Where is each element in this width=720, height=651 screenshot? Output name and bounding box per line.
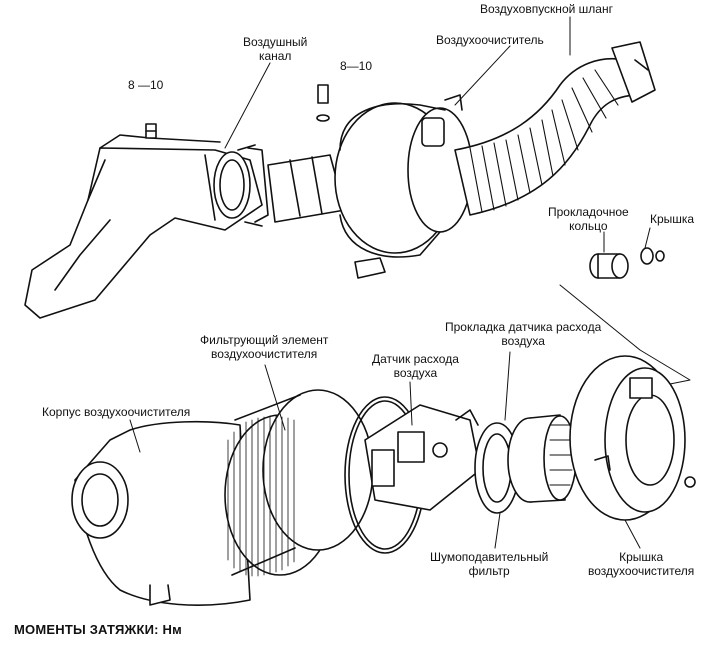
- gasket-ring-drawing: [589, 253, 629, 279]
- label-gasket-ring-line2: кольцо: [569, 219, 608, 233]
- label-cover-line1: Крышка: [619, 550, 664, 564]
- air-duct-drawing: [24, 134, 269, 319]
- label-air-duct-line2: канал: [258, 49, 292, 63]
- housing-drawing: [71, 420, 251, 606]
- label-silencer-line1: Шумоподавительный: [430, 550, 549, 564]
- label-sensor-gasket: Прокладка датчика расхода воздуха: [445, 320, 601, 348]
- label-filter-element-line1: Фильтрующий элемент: [200, 333, 329, 347]
- label-cover-line2: воздухоочистителя: [588, 564, 695, 578]
- label-gasket-ring-line1: Прокладочное: [548, 205, 629, 219]
- label-housing: Корпус воздухоочистителя: [42, 405, 191, 419]
- label-silencer-line2: фильтр: [468, 564, 510, 578]
- label-sensor-gasket-line1: Прокладка датчика расхода: [445, 320, 602, 334]
- label-air-duct-line1: Воздушный: [243, 35, 308, 49]
- silencer-drawing: [507, 414, 577, 503]
- airflow-sensor-drawing: [364, 404, 481, 511]
- label-airflow-sensor: Датчик расхода воздуха: [372, 352, 459, 380]
- label-cap: Крышка: [650, 212, 695, 226]
- label-airflow-sensor-line1: Датчик расхода: [372, 352, 459, 366]
- cap-drawing: [640, 247, 665, 265]
- label-silencer: Шумоподавительный фильтр: [430, 550, 548, 578]
- label-cover: Крышка воздухоочистителя: [588, 550, 694, 578]
- torque-left: 8 —10: [128, 78, 164, 92]
- label-sensor-gasket-line2: воздуха: [501, 334, 545, 348]
- cover-drawing: [569, 355, 696, 521]
- label-intake-hose: Воздуховпускной шланг: [480, 2, 613, 16]
- filter-element-drawing: [224, 389, 374, 577]
- label-filter-element-line2: воздухоочистителя: [211, 347, 318, 361]
- intake-hose-drawing: [454, 41, 656, 216]
- bolt-left-drawing: [145, 123, 157, 139]
- label-airflow-sensor-line2: воздуха: [393, 366, 438, 380]
- label-filter-element: Фильтрующий элемент воздухоочистителя: [200, 333, 328, 361]
- air-cleaner-drawing: [316, 84, 473, 279]
- torque-right: 8—10: [340, 59, 373, 73]
- torque-footer: МОМЕНТЫ ЗАТЯЖКИ: Нм: [14, 622, 182, 637]
- label-gasket-ring: Прокладочное кольцо: [548, 205, 629, 233]
- label-air-cleaner: Воздухоочиститель: [436, 33, 544, 47]
- label-air-duct: Воздушный канал: [243, 35, 307, 63]
